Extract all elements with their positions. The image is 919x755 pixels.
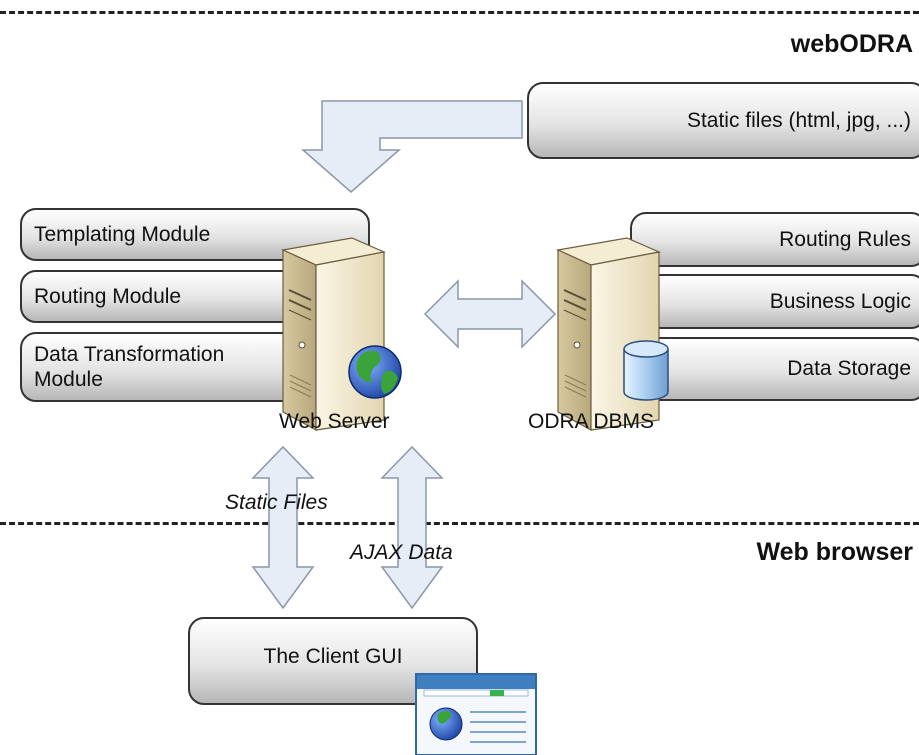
server-tower-icon (555, 237, 662, 432)
ajax-data-flow-label: AJAX Data (350, 541, 453, 564)
routing-module-label: Routing Module (34, 284, 182, 308)
server-dbms-arrow (423, 279, 557, 349)
middle-dashed-separator (0, 522, 919, 525)
odra-dbms-caption: ODRA DBMS (528, 410, 655, 433)
templating-module-box: Templating Module (20, 208, 370, 261)
globe-icon (348, 345, 402, 399)
static-files-arrow (301, 100, 523, 193)
database-cylinder-icon (623, 340, 669, 401)
data-transformation-module-label: Data Transformation Module (34, 343, 225, 391)
server-tower-icon (280, 237, 387, 432)
client-gui-label: The Client GUI (263, 645, 403, 668)
static-files-flow-label: Static Files (225, 491, 328, 514)
static-files-label: Static files (html, jpg, ...) (686, 108, 911, 132)
business-logic-box: Business Logic (630, 274, 919, 329)
top-dashed-separator (0, 11, 919, 14)
data-storage-label: Data Storage (787, 357, 911, 380)
ajax-data-flow-arrow (380, 445, 444, 610)
client-zone-label: Web browser (756, 538, 913, 566)
web-server-caption: Web Server (279, 410, 390, 433)
routing-rules-box: Routing Rules (630, 212, 919, 267)
server-zone-label: webODRA (790, 30, 913, 58)
data-storage-box: Data Storage (630, 337, 919, 401)
routing-rules-label: Routing Rules (779, 227, 911, 251)
templating-module-label: Templating Module (34, 222, 211, 246)
static-files-flow-arrow (251, 445, 315, 610)
business-logic-label: Business Logic (769, 289, 911, 313)
static-files-box: Static files (html, jpg, ...) (527, 82, 919, 159)
browser-window-icon (415, 673, 537, 755)
